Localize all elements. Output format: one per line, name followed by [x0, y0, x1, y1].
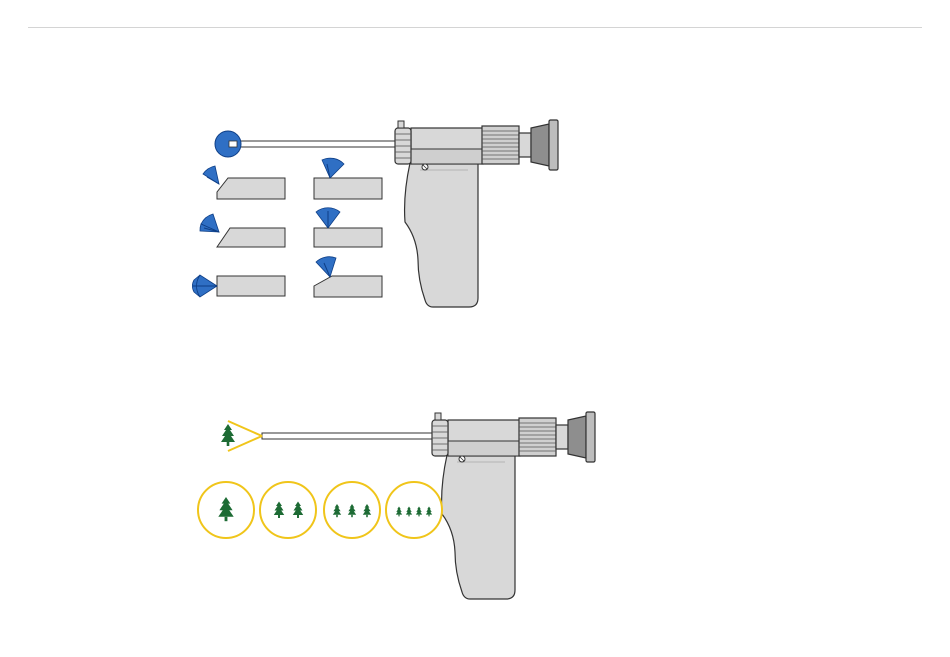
- endoscope-shaft: [232, 141, 396, 147]
- blue-disc-icon: [215, 131, 241, 157]
- magnification-circle-1: [198, 482, 254, 538]
- panel-viewing-direction: [192, 120, 558, 307]
- viewing-angle-70: [314, 158, 382, 199]
- viewing-angle-0: [192, 275, 285, 297]
- endoscope-device-top: [395, 120, 558, 307]
- endoscope-device-bottom: [432, 412, 595, 599]
- blue-fan-icon: [203, 166, 219, 184]
- magnification-circle-3: [324, 482, 380, 538]
- panel-field-of-view: [198, 412, 595, 599]
- viewing-angle-45: [203, 166, 285, 199]
- endoscope-shaft: [262, 433, 432, 439]
- blue-fan-icon: [322, 158, 344, 178]
- tree-icon: [221, 424, 235, 446]
- viewing-angle-90: [314, 208, 382, 247]
- viewing-angle-120: [314, 257, 382, 297]
- magnification-circle-4: [386, 482, 442, 538]
- viewing-angle-30: [200, 214, 285, 247]
- magnification-circle-2: [260, 482, 316, 538]
